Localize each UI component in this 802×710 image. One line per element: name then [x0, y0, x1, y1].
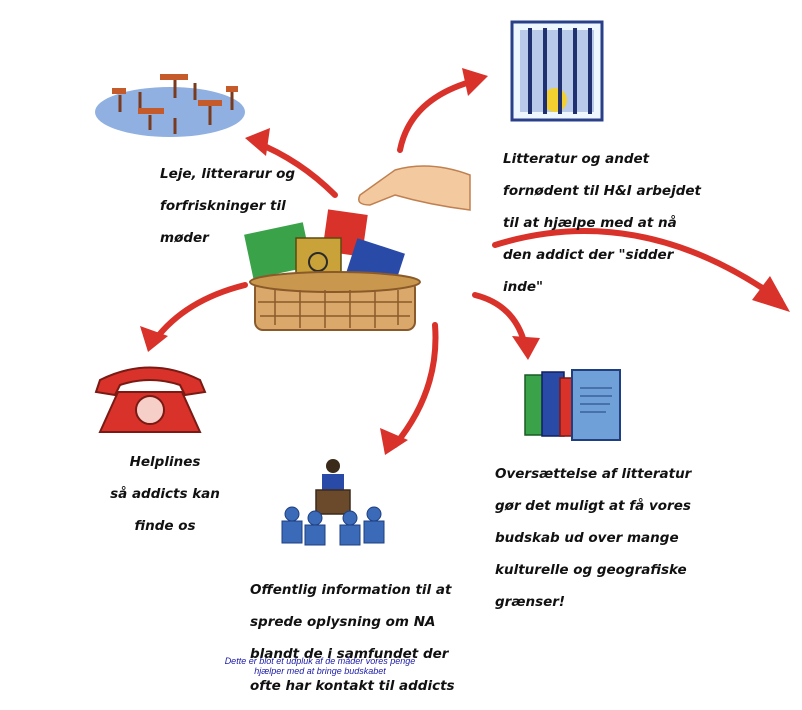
arrowhead-podium: [380, 428, 408, 455]
label-translation-line-5: grænser!: [495, 594, 566, 610]
label-translation: Oversættelse af litteratur gør det mulig…: [495, 450, 765, 626]
footer-line-2: hjælper med at bringe budskabet: [254, 666, 386, 676]
label-helplines: Helplines så addicts kan finde os: [80, 438, 250, 550]
arrow-to-podium: [392, 322, 439, 448]
arrowhead-hi: [462, 68, 488, 96]
label-public-info-line-1: Offentlig information til at: [250, 582, 452, 598]
footer-note: Dette er blot et udpluk af de måder vore…: [140, 656, 500, 676]
label-hi-line-5: inde": [503, 279, 544, 295]
label-helplines-line-2: så addicts kan: [110, 486, 220, 502]
label-meetings: Leje, litterarur og forfriskninger til m…: [160, 150, 370, 262]
label-public-info-line-4: ofte har kontakt til addicts: [250, 678, 455, 694]
arrow-to-right: [492, 228, 783, 303]
label-public-info-line-2: sprede oplysning om NA: [250, 614, 436, 630]
label-meetings-line-2: forfriskninger til: [160, 198, 286, 214]
arrowhead-meetings: [245, 128, 270, 156]
speaker-podium-icon: [281, 459, 385, 546]
label-hi-line-4: den addict der "sidder: [503, 247, 674, 263]
label-helplines-line-1: Helplines: [129, 454, 201, 470]
meeting-tables-icon: [95, 74, 245, 137]
footer-line-1: Dette er blot et udpluk af de måder vore…: [224, 656, 416, 666]
label-hi: Litteratur og andet fornødent til H&I ar…: [503, 135, 763, 311]
arrow-to-telephone: [152, 282, 248, 343]
telephone-icon: [94, 366, 207, 433]
arrowhead-books: [512, 336, 540, 360]
label-translation-line-3: budskab ud over mange: [495, 530, 679, 546]
label-hi-line-3: til at hjælpe med at nå: [503, 215, 677, 231]
arrow-to-hi: [397, 79, 473, 153]
money-basket-icon: [244, 165, 471, 331]
literature-books-icon: [524, 369, 621, 441]
label-hi-line-1: Litteratur og andet: [503, 151, 650, 167]
label-translation-line-2: gør det muligt at få vores: [495, 498, 691, 514]
diagram-canvas: Leje, litterarur og forfriskninger til m…: [80, 20, 790, 694]
illustration-layer: [94, 20, 790, 546]
label-hi-line-2: fornødent til H&I arbejdet: [503, 183, 701, 199]
arrowheads: [140, 68, 790, 455]
label-public-info-line-3: blandt de i samfundet der: [250, 646, 449, 662]
label-translation-line-4: kulturelle og geografiske: [495, 562, 687, 578]
label-meetings-line-3: møder: [160, 230, 209, 246]
arrowhead-right: [752, 276, 790, 312]
label-meetings-line-1: Leje, litterarur og: [160, 166, 296, 182]
label-public-info: Offentlig information til at sprede oply…: [250, 566, 550, 710]
hand-icon: [358, 165, 471, 211]
label-helplines-line-3: finde os: [134, 518, 196, 534]
label-translation-line-1: Oversættelse af litteratur: [495, 466, 692, 482]
arrowhead-telephone: [140, 326, 168, 352]
prison-window-icon: [510, 20, 604, 122]
